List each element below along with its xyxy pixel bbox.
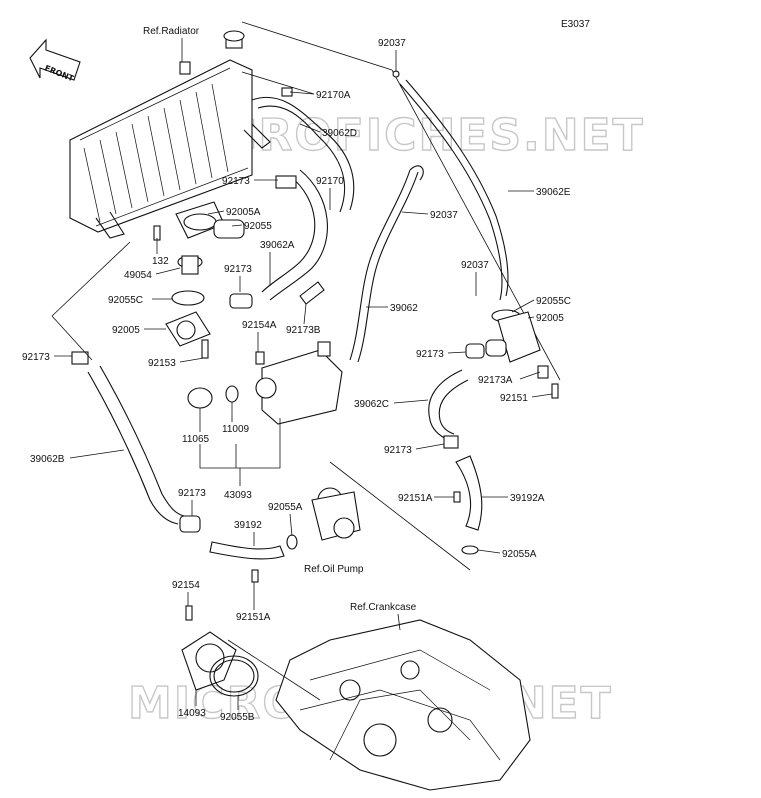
part-label: 92037 [430, 210, 458, 221]
ref-crankcase: Ref.Crankcase [350, 602, 417, 613]
ref-radiator: Ref.Radiator [143, 26, 200, 37]
crankcase [275, 619, 531, 791]
part-label: 39192A [510, 493, 545, 504]
part-label: 92151A [398, 493, 433, 504]
diagram-code: E3037 [561, 19, 590, 30]
part-label: 92173 [384, 445, 412, 456]
part-label: 39062C [354, 399, 389, 410]
part-label: 92055 [244, 221, 272, 232]
radiator [69, 30, 271, 239]
part-label: 92154A [242, 320, 277, 331]
part-label: 132 [152, 256, 169, 267]
part-label: 92055C [536, 296, 571, 307]
hose-39062a [229, 169, 328, 309]
part-label: 92151 [500, 393, 528, 404]
part-label: 92005 [112, 325, 140, 336]
fitting-92005-right [465, 309, 559, 399]
part-label: 92170A [316, 90, 351, 101]
ref-oil-pump: Ref.Oil Pump [304, 564, 364, 575]
part-label: 39062B [30, 454, 65, 465]
part-label: 11065 [182, 434, 210, 445]
pipe-39192a [453, 455, 483, 555]
part-label: 92153 [148, 358, 176, 369]
pipe-39192 [209, 534, 298, 583]
hose-39062 [349, 165, 424, 363]
part-label: 92173 [22, 352, 50, 363]
part-label: 92173 [224, 264, 252, 275]
part-label: 39062D [322, 128, 357, 139]
part-label: 92055B [220, 712, 255, 723]
part-label: 14093 [178, 708, 206, 719]
part-label: 39062A [260, 240, 295, 251]
hose-39062c [428, 369, 469, 449]
front-arrow-icon: FRONT [29, 38, 81, 84]
part-label: 92037 [378, 38, 406, 49]
part-label: 92055C [108, 295, 143, 306]
part-label: 92055A [268, 502, 303, 513]
part-labels: 92037 92170A 39062D 39062E 92173 92170 9… [22, 38, 571, 723]
part-label: 11009 [222, 424, 250, 435]
part-label: 92037 [461, 260, 489, 271]
part-label: 92055A [502, 549, 537, 560]
hose-39062b [71, 351, 201, 533]
reservoir-tank [187, 341, 343, 425]
part-label: 92170 [316, 176, 344, 187]
part-label: 92154 [172, 580, 200, 591]
part-label: 49054 [124, 270, 152, 281]
oil-pump [311, 487, 361, 541]
part-label: 43093 [224, 490, 252, 501]
part-label: 92151A [236, 612, 271, 623]
part-label: 39192 [234, 520, 262, 531]
clip-92173b [299, 281, 325, 305]
part-label: 39062 [390, 303, 418, 314]
part-label: 92173B [286, 325, 321, 336]
part-label: 92173 [222, 176, 250, 187]
part-label: 39062E [536, 187, 571, 198]
part-label: 92173 [416, 349, 444, 360]
hose-39062d [251, 87, 355, 213]
hose-39062e [399, 79, 509, 301]
part-label: 92005A [226, 207, 261, 218]
thermostat-housing [153, 201, 245, 359]
part-label: 92173 [178, 488, 206, 499]
part-label: 92173A [478, 375, 513, 386]
water-pump-cover [181, 605, 259, 697]
part-label: 92005 [536, 313, 564, 324]
